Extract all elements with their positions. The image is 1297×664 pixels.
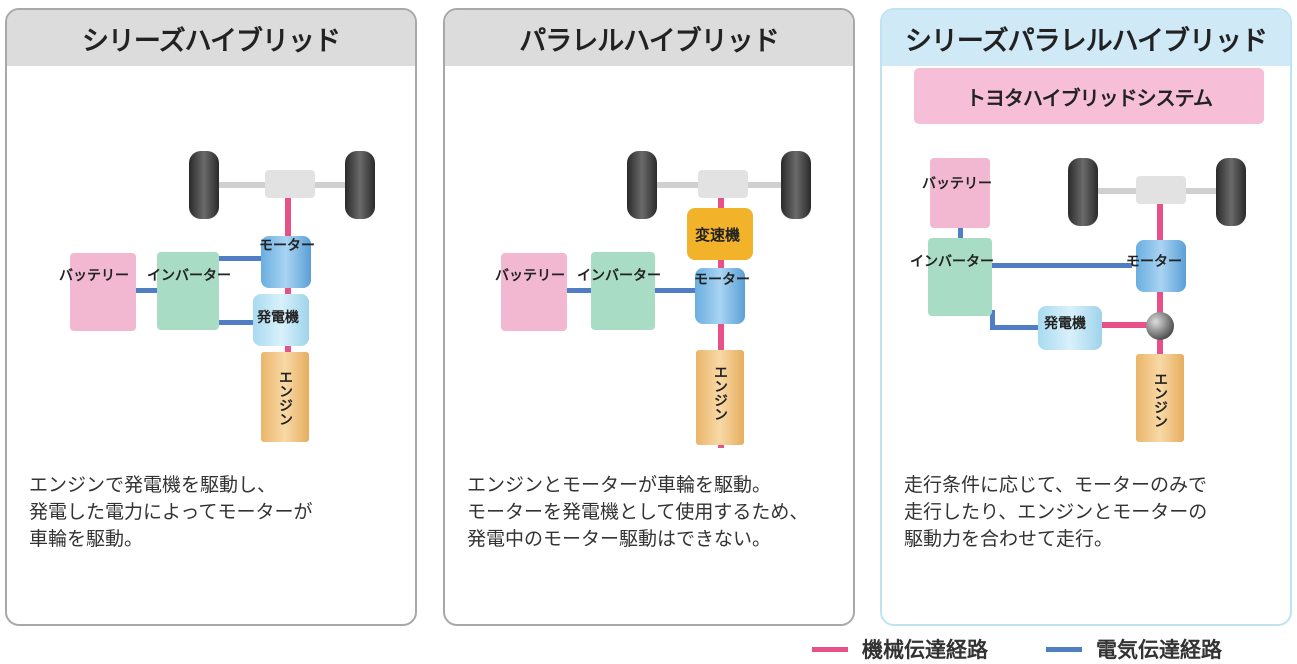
battery-label: バッテリー <box>922 176 992 192</box>
motor-label: モーター <box>259 238 315 254</box>
wheel-left <box>189 151 219 219</box>
description-line: 走行条件に応じて、モーターのみで <box>904 474 1208 496</box>
parallel-hybrid-diagram: 変速機 バッテリー インバーター モーター エンジン <box>495 151 811 448</box>
legend-electrical: 電気伝達経路 <box>1046 636 1222 662</box>
battery-label: バッテリー <box>59 268 129 284</box>
parallel-hybrid-panel: パラレルハイブリッド 変速機 バッテリー インバーター モーター エンジン エン… <box>443 8 855 626</box>
battery-box <box>501 253 567 331</box>
power-split-device <box>1146 312 1174 340</box>
wheel-right <box>1216 158 1246 226</box>
panel-title: パラレルハイブリッド <box>445 10 853 66</box>
differential <box>698 170 748 198</box>
engine-box <box>261 352 309 442</box>
transmission-box <box>687 208 753 260</box>
inverter-box <box>591 252 655 330</box>
inverter-label: インバーター <box>577 268 661 284</box>
engine-label: エンジン <box>712 365 728 421</box>
inverter-label: インバーター <box>147 268 231 284</box>
transmission-label: 変速機 <box>695 226 740 244</box>
inverter-label: インバーター <box>910 254 994 270</box>
battery-box <box>930 158 990 228</box>
motor-cylinder <box>261 236 311 288</box>
series-hybrid-panel: シリーズハイブリッド モーター バッテリー インバーター 発電機 エンジン エン… <box>5 8 417 626</box>
description-line: 走行したり、エンジンとモーターの <box>904 501 1208 523</box>
panel-title: シリーズハイブリッド <box>7 10 415 66</box>
generator-cylinder <box>1038 306 1102 350</box>
electrical-swatch <box>1046 646 1082 652</box>
description-line: 車輪を駆動。 <box>29 528 144 550</box>
legend-mechanical: 機械伝達経路 <box>812 636 988 662</box>
panel-description: 走行条件に応じて、モーターのみで 走行したり、エンジンとモーターの 駆動力を合わ… <box>904 472 1284 553</box>
legend-label: 機械伝達経路 <box>862 638 988 662</box>
motor-cylinder <box>695 268 745 324</box>
generator-cylinder <box>253 294 309 346</box>
mechanical-swatch <box>812 646 848 652</box>
engine-box <box>1136 354 1184 442</box>
legend-label: 電気伝達経路 <box>1096 638 1222 662</box>
motor-cylinder <box>1136 240 1186 292</box>
motor-label: モーター <box>1126 254 1182 270</box>
series-parallel-hybrid-diagram: バッテリー インバーター モーター 発電機 エンジン <box>910 158 1246 442</box>
wheel-left <box>627 151 657 219</box>
generator-label: 発電機 <box>1043 315 1086 332</box>
series-hybrid-diagram: モーター バッテリー インバーター 発電機 エンジン <box>59 151 375 442</box>
toyota-hybrid-system-badge: トヨタハイブリッドシステム <box>914 68 1264 124</box>
engine-label: エンジン <box>1152 372 1168 428</box>
inverter-box <box>157 252 219 330</box>
description-line: エンジンとモーターが車輪を駆動。 <box>467 474 772 496</box>
generator-label: 発電機 <box>256 309 299 326</box>
wheel-right <box>345 151 375 219</box>
engine-box <box>696 350 744 445</box>
wheel-left <box>1068 158 1098 226</box>
series-parallel-hybrid-panel: シリーズパラレルハイブリッド トヨタハイブリッドシステム バッテリー インバータ… <box>880 8 1292 626</box>
panel-description: エンジンで発電機を駆動し、 発電した電力によってモーターが 車輪を駆動。 <box>29 472 409 553</box>
description-line: 駆動力を合わせて走行。 <box>904 528 1114 550</box>
description-line: 発電中のモーター駆動はできない。 <box>467 528 772 550</box>
differential <box>1136 176 1186 204</box>
battery-label: バッテリー <box>495 268 565 284</box>
differential <box>265 170 315 198</box>
description-line: モーターを発電機として使用するため、 <box>467 501 809 523</box>
motor-label: モーター <box>694 272 750 288</box>
inverter-box <box>928 238 992 316</box>
wheel-right <box>781 151 811 219</box>
description-line: 発電した電力によってモーターが <box>29 501 313 523</box>
engine-label: エンジン <box>277 370 293 426</box>
description-line: エンジンで発電機を駆動し、 <box>29 474 277 496</box>
battery-box <box>70 253 136 331</box>
panel-description: エンジンとモーターが車輪を駆動。 モーターを発電機として使用するため、 発電中の… <box>467 472 847 553</box>
panel-title: シリーズパラレルハイブリッド <box>882 10 1290 66</box>
